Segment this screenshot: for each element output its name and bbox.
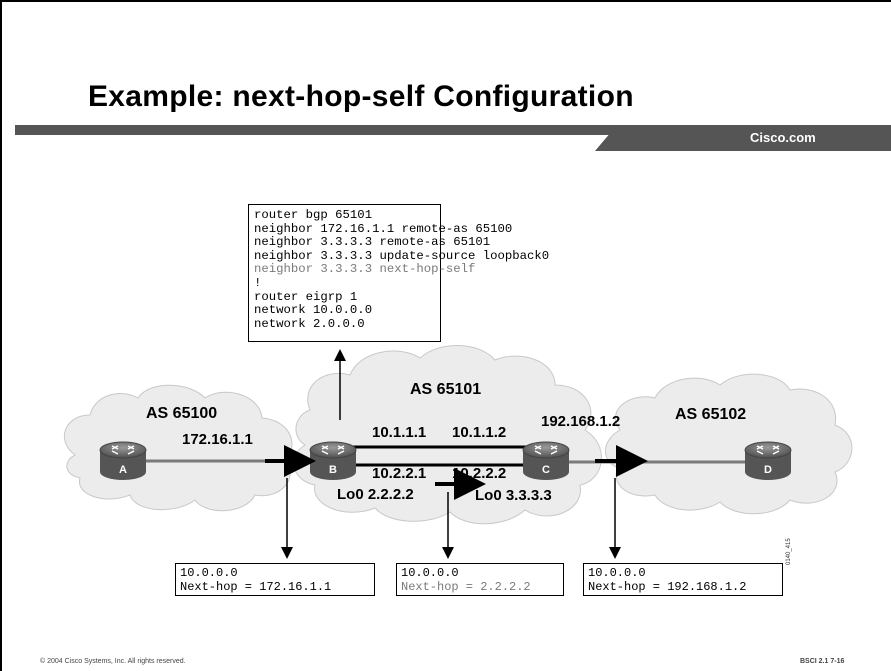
config-line: neighbor 3.3.3.3 remote-as 65101 [254,235,491,250]
as-left-label: AS 65100 [146,405,218,422]
config-line: ! [254,275,262,290]
copyright-footer: © 2004 Cisco Systems, Inc. All rights re… [40,658,186,665]
title-bar [15,125,891,135]
router-a [99,441,147,480]
config-line: network 10.0.0.0 [254,303,373,318]
router-a-label: A [119,464,127,476]
config-line: neighbor 172.16.1.1 remote-as 65100 [254,221,513,236]
loopback-b: Lo0 2.2.2.2 [337,486,414,503]
route-middle-network: 10.0.0.0 [401,566,459,580]
addr-b-bottom: 10.2.2.1 [372,465,427,482]
config-line: router eigrp 1 [254,289,358,304]
router-c-label: C [542,464,550,476]
cloud-as-right [605,373,853,515]
route-right-network: 10.0.0.0 [588,566,646,580]
addr-c-top: 10.1.1.2 [452,424,507,441]
route-box-right: 10.0.0.0 Next-hop = 192.168.1.2 [583,563,783,596]
figure-id: 0140_415 [786,538,792,565]
route-box-middle: 10.0.0.0 Next-hop = 2.2.2.2 [396,563,564,596]
config-line: neighbor 3.3.3.3 next-hop-self [254,262,476,277]
router-b [309,441,357,480]
cloud-as-middle [293,345,602,525]
addr-c-bottom: 10.2.2.2 [452,465,507,482]
loopback-c: Lo0 3.3.3.3 [475,487,552,504]
as-right-label: AS 65102 [675,406,747,423]
route-right-nexthop: Next-hop = 192.168.1.2 [588,579,747,594]
addr-c-d: 192.168.1.2 [541,413,621,430]
slide-title: Example: next-hop-self Configuration [88,80,634,113]
brand-tab [595,125,891,151]
router-c [522,441,570,480]
route-left-nexthop: Next-hop = 172.16.1.1 [180,579,332,594]
config-line: router bgp 65101 [254,208,373,222]
course-page-footer: BSCI 2.1 7-16 [800,658,845,665]
router-b-label: B [329,464,337,476]
route-middle-nexthop: Next-hop = 2.2.2.2 [401,579,531,594]
route-left-network: 10.0.0.0 [180,566,238,580]
brand-link[interactable]: Cisco.com [750,130,816,145]
as-middle-label: AS 65101 [410,381,482,398]
route-box-left: 10.0.0.0 Next-hop = 172.16.1.1 [175,563,375,596]
router-d [744,441,792,480]
config-line: neighbor 3.3.3.3 update-source loopback0 [254,248,550,263]
addr-b-top: 10.1.1.1 [372,424,427,441]
router-d-label: D [764,464,772,476]
config-line: network 2.0.0.0 [254,316,365,331]
addr-a-b: 172.16.1.1 [182,431,253,448]
